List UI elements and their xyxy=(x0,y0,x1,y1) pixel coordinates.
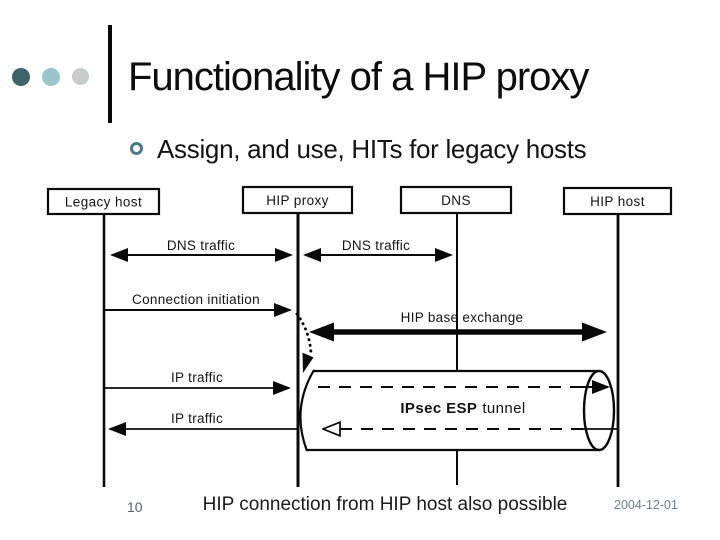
tunnel-body xyxy=(309,370,599,450)
label-hip-host: HIP host xyxy=(590,194,645,209)
label-connection-initiation: Connection initiation xyxy=(132,292,260,307)
title-divider-bar xyxy=(108,25,112,123)
arrowhead-dns-traffic-left xyxy=(110,248,128,262)
label-dns: DNS xyxy=(441,193,471,208)
box-legacy-host xyxy=(46,187,161,216)
label-dns-traffic-2: DNS traffic xyxy=(342,238,410,253)
label-legacy-host: Legacy host xyxy=(65,195,142,210)
bullet-ring-icon xyxy=(130,142,143,155)
page-number: 10 xyxy=(127,499,143,515)
label-ip-traffic-out: IP traffic xyxy=(171,370,223,385)
tunnel-label: IPsec ESP tunnel xyxy=(400,400,525,417)
tunnel-left-rim xyxy=(299,369,315,452)
dotted-connector xyxy=(295,312,313,356)
tunnel-label-bold: IPsec ESP xyxy=(400,400,477,417)
messages: DNS traffic DNS traffic Connection initi… xyxy=(104,238,607,436)
decor-dot-teal-icon xyxy=(42,68,60,86)
decor-dot-dark-icon xyxy=(12,68,30,86)
tunnel-right-rim xyxy=(582,369,616,452)
arrowhead-base-exchange-right xyxy=(582,322,607,342)
ipsec-tunnel: IPsec ESP tunnel xyxy=(299,369,618,452)
box-hip-host xyxy=(562,186,673,216)
slide-date: 2004-12-01 xyxy=(614,498,678,512)
label-hip-base-exchange: HIP base exchange xyxy=(401,310,524,325)
arrowhead-base-exchange-left xyxy=(309,322,334,342)
dotted-connector-arrowhead xyxy=(302,352,314,373)
slide-title: Functionality of a HIP proxy xyxy=(128,55,589,99)
box-dns xyxy=(399,185,513,215)
label-dns-traffic-1: DNS traffic xyxy=(167,238,235,253)
label-hip-proxy: HIP proxy xyxy=(266,193,329,208)
tunnel-label-rest: tunnel xyxy=(482,400,525,417)
actor-boxes: Legacy host HIP proxy DNS HIP host xyxy=(46,185,673,216)
decor-dot-gray-icon xyxy=(72,68,89,85)
arrowhead-dns-traffic-2-left xyxy=(303,248,321,262)
box-hip-proxy xyxy=(241,185,354,215)
bullet-text: Assign, and use, HITs for legacy hosts xyxy=(157,134,587,164)
label-ip-traffic-in: IP traffic xyxy=(171,411,223,426)
slide-caption: HIP connection from HIP host also possib… xyxy=(202,494,568,515)
